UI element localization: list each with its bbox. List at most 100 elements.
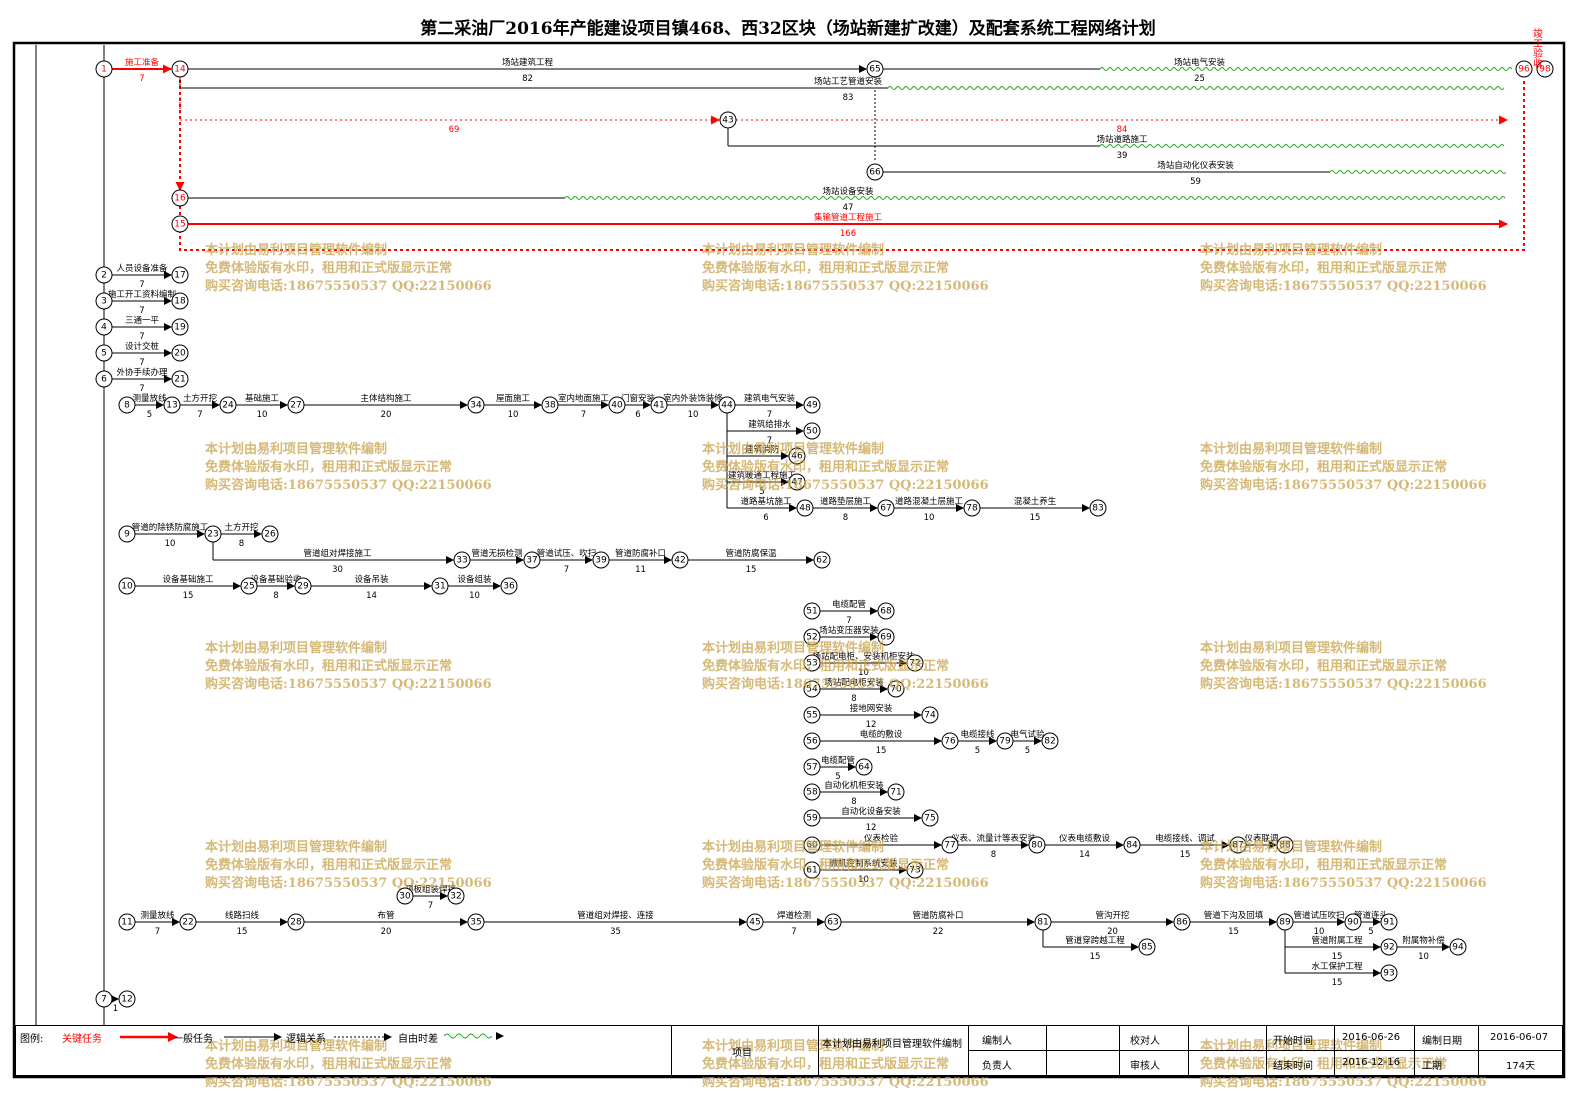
svg-text:89: 89 xyxy=(1279,918,1291,928)
activity-label: 场站道路施工 xyxy=(1096,134,1148,145)
event-node: 84 xyxy=(1123,836,1141,854)
svg-text:83: 83 xyxy=(1092,504,1103,514)
event-node: 88 xyxy=(1276,836,1294,854)
svg-text:56: 56 xyxy=(806,737,818,747)
event-node: 42 xyxy=(671,551,689,569)
event-node: 81 xyxy=(1034,913,1052,931)
activity-duration: 5 xyxy=(1368,927,1373,937)
activity-label: 道路混凝土层施工 xyxy=(895,496,964,507)
activity-label: 电气试验 xyxy=(1010,729,1045,740)
activity-duration: 10 xyxy=(858,668,869,678)
svg-text:16: 16 xyxy=(174,194,186,204)
event-node: 68 xyxy=(877,602,895,620)
activity-duration: 15 xyxy=(1228,927,1239,937)
activity-label: 管道下沟及回填 xyxy=(1204,910,1264,921)
activity-label: 道路基坑施工 xyxy=(740,496,792,507)
svg-text:10: 10 xyxy=(121,582,133,592)
activity-edge: 1 xyxy=(111,995,119,1014)
activity-label: 场站建筑工程 xyxy=(502,57,554,68)
activity-duration: 47 xyxy=(843,203,854,213)
legend-logic-arrow-icon xyxy=(334,1033,392,1041)
svg-text:57: 57 xyxy=(806,763,817,773)
event-node: 98 xyxy=(1536,60,1554,78)
event-node: 9 xyxy=(118,525,136,543)
svg-text:33: 33 xyxy=(456,556,467,566)
activity-edge: 管道下沟及回填 15 xyxy=(1190,910,1277,937)
activity-label: 管道组对焊接、连接 xyxy=(577,910,654,921)
activity-duration: 15 xyxy=(237,927,248,937)
activity-label: 施工开工资料编制 xyxy=(108,289,176,300)
svg-text:72: 72 xyxy=(909,659,920,669)
activity-edge: 69 xyxy=(179,77,720,135)
event-node: 8 xyxy=(118,396,136,414)
activity-duration: 14 xyxy=(366,591,377,601)
activity-label: 设备基础施工 xyxy=(162,574,214,585)
event-node: 67 xyxy=(877,499,895,517)
event-node: 43 xyxy=(719,111,737,129)
activity-label: 室内地面施工 xyxy=(558,393,610,404)
event-node: 70 xyxy=(887,680,905,698)
activity-duration: 7 xyxy=(139,384,144,394)
svg-text:12: 12 xyxy=(121,995,132,1005)
svg-text:53: 53 xyxy=(806,659,817,669)
editor-label: 编制人 xyxy=(982,1036,1012,1047)
activity-duration: 7 xyxy=(139,332,144,342)
svg-text:37: 37 xyxy=(526,556,537,566)
activity-duration: 84 xyxy=(1117,125,1128,135)
event-node: 5 xyxy=(95,344,113,362)
period-label: 工期 xyxy=(1422,1061,1442,1072)
activity-edge: 管道组对焊接、连接 35 xyxy=(484,910,747,937)
svg-text:90: 90 xyxy=(1347,918,1359,928)
event-node: 26 xyxy=(261,525,279,543)
svg-text:82: 82 xyxy=(1044,737,1055,747)
svg-text:55: 55 xyxy=(806,711,817,721)
event-node: 61 xyxy=(803,861,821,879)
end-time-value: 2016-12-16 xyxy=(1342,1057,1401,1068)
activity-duration: 20 xyxy=(381,927,392,937)
activity-duration: 8 xyxy=(851,694,856,704)
svg-text:31: 31 xyxy=(434,582,445,592)
svg-text:35: 35 xyxy=(470,918,481,928)
event-node: 78 xyxy=(963,499,981,517)
svg-text:4: 4 xyxy=(101,323,107,333)
activity-duration: 7 xyxy=(428,901,433,911)
svg-text:94: 94 xyxy=(1452,943,1464,953)
event-node: 93 xyxy=(1380,964,1398,982)
activity-label: 场站设备安装 xyxy=(822,186,874,197)
svg-text:77: 77 xyxy=(944,841,955,851)
activity-label: 管道组对焊接施工 xyxy=(303,548,372,559)
activity-edge: 仪表联调 xyxy=(1244,833,1279,849)
event-node: 75 xyxy=(921,809,939,827)
event-node: 94 xyxy=(1449,938,1467,956)
activity-duration: 15 xyxy=(746,565,757,575)
activity-duration: 8 xyxy=(843,513,848,523)
svg-text:27: 27 xyxy=(290,401,301,411)
event-node: 45 xyxy=(746,913,764,931)
activity-label: 道路垫层施工 xyxy=(820,496,872,507)
end-time-label: 结束时间 xyxy=(1273,1061,1313,1072)
activity-label: 管道附属工程 xyxy=(1311,935,1363,946)
svg-text:62: 62 xyxy=(816,556,827,566)
event-node: 39 xyxy=(592,551,610,569)
event-node: 31 xyxy=(431,577,449,595)
activity-duration: 35 xyxy=(610,927,621,937)
svg-text:50: 50 xyxy=(806,427,818,437)
activity-label: 场站变压器安装 xyxy=(819,625,879,636)
svg-text:75: 75 xyxy=(924,814,935,824)
legend-divider xyxy=(671,1026,672,1075)
